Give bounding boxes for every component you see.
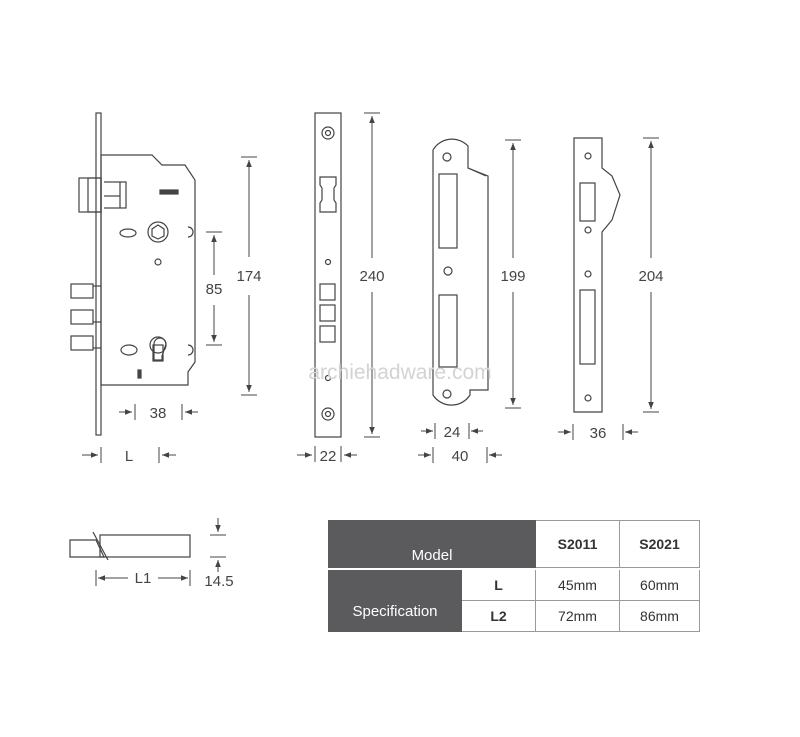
strike-plate-drawing [432,138,489,406]
dim-faceplate-height: 240 [359,268,384,285]
spec-header: Specification [352,603,438,620]
value-l-s2021: 60mm [620,570,700,601]
model-s2021: S2021 [620,520,700,568]
dim-bolt-thickness: 14.5 [204,573,233,590]
dim-strike-outer-width: 40 [452,448,469,465]
model-header-cell: Model [328,520,536,568]
value-l2-s2011: 72mm [536,601,620,632]
dim-strike-height: 199 [500,268,525,285]
value-l2-s2021: 86mm [620,601,700,632]
spec-header-cell: Specification [328,570,462,632]
dim-lock-body-width: 38 [150,405,167,422]
row-label-l: L [462,570,536,601]
dim-backset: L [125,448,133,465]
faceplate-drawing [314,112,342,438]
row-label-l2: L2 [462,601,536,632]
value-l-s2011: 45mm [536,570,620,601]
dim-strike-inner-width: 24 [444,424,461,441]
dim-center-distance: 85 [206,281,223,298]
dim-lock-height: 174 [236,268,261,285]
dim-strike2-height: 204 [638,268,663,285]
dim-faceplate-width: 22 [320,448,337,465]
model-s2011: S2011 [536,520,620,568]
lock-body-drawing [70,112,196,436]
bolt-drawing [69,531,191,561]
watermark: archiehadware.com [308,361,491,384]
model-header: Model [411,547,453,564]
strike-plate-2-drawing [573,137,621,413]
spec-table: Model Specification S2011 S2021 L 45mm 6… [328,520,700,632]
dim-strike2-width: 36 [590,425,607,442]
dim-bolt-length: L1 [135,570,152,587]
